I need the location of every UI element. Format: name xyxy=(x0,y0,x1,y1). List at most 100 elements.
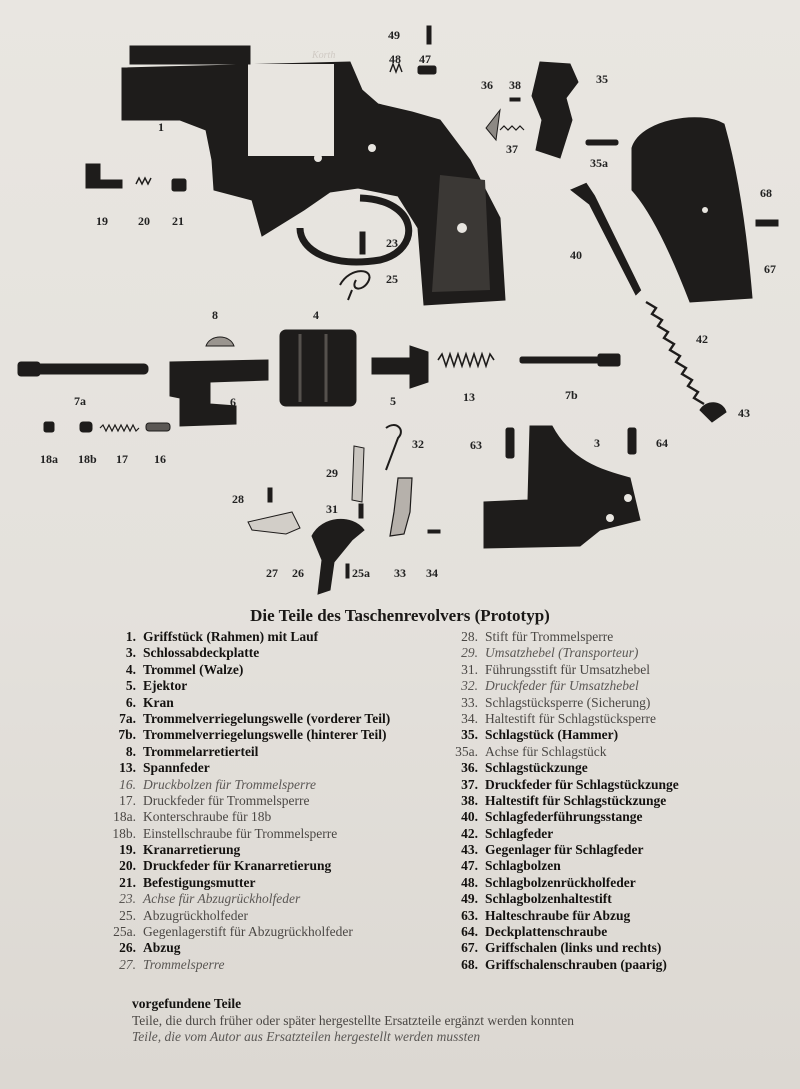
parts-list-row: 25.Abzugrückholfeder xyxy=(78,908,450,924)
parts-list-row: 18b. Einstellschraube für Trommelsperre xyxy=(78,826,450,842)
part-68 xyxy=(755,219,779,227)
callout-49: 49 xyxy=(388,28,400,42)
part-42-spring xyxy=(645,300,705,406)
part-number: 35a. xyxy=(455,743,478,759)
part-name: Einstellschraube für Trommelsperre xyxy=(143,825,338,841)
parts-list-row: 13.Spannfeder xyxy=(78,760,450,776)
callout-5: 5 xyxy=(390,394,396,408)
part-number: 23. xyxy=(119,891,136,907)
callout-35a: 35a xyxy=(590,156,608,170)
part-number: 40. xyxy=(461,809,478,825)
parts-list-row: 67.Griffschalen (links und rechts) xyxy=(440,940,780,956)
parts-list-row: 43.Gegenlager für Schlagfeder xyxy=(440,842,780,858)
part-number: 16. xyxy=(119,776,136,792)
part-number: 42. xyxy=(461,825,478,841)
parts-list-row: 18a.Konterschraube für 18b xyxy=(78,809,450,825)
part-67-grip xyxy=(631,117,753,303)
part-name: Befestigungsmutter xyxy=(143,874,256,890)
part-number: 26. xyxy=(119,940,136,956)
parts-list-row: 33. Schlagstücksperre (Sicherung) xyxy=(440,695,780,711)
part-64 xyxy=(627,427,637,455)
exploded-view-figure: Korth xyxy=(17,25,779,595)
parts-list-row: 16. Druckbolzen für Trommelsperre xyxy=(78,777,450,793)
part-number: 31. xyxy=(461,661,478,677)
parts-list-row: 35.Schlagstück (Hammer) xyxy=(440,727,780,743)
part-number: 33. xyxy=(461,694,478,710)
part-name: Abzugrückholfeder xyxy=(143,907,248,923)
callout-36: 36 xyxy=(481,78,493,92)
part-number: 20. xyxy=(119,858,136,874)
part-name: Schlagbolzenrückholfeder xyxy=(485,874,636,890)
part-17-spring xyxy=(99,423,140,433)
parts-list-row: 7b.Trommelverriegelungswelle (hinterer T… xyxy=(78,727,450,743)
parts-list-row: 32.Druckfeder für Umsatzhebel xyxy=(440,678,780,694)
legend-replacement: Teile, die durch früher oder später herg… xyxy=(132,1012,574,1028)
part-name: Haltestift für Schlagstückzunge xyxy=(485,792,667,808)
part-name: Schlagstücksperre (Sicherung) xyxy=(485,694,651,710)
callout-13: 13 xyxy=(463,390,475,404)
parts-list-row: 48. Schlagbolzenrückholfeder xyxy=(440,875,780,891)
part-name: Trommelarretierteil xyxy=(143,743,259,759)
part-name: Trommel (Walze) xyxy=(143,661,244,677)
part-number: 48. xyxy=(461,874,478,890)
parts-list-row: 47.Schlagbolzen xyxy=(440,858,780,874)
parts-list-row: 21.Befestigungsmutter xyxy=(78,875,450,891)
part-number: 4. xyxy=(125,661,136,677)
parts-list-row: 49.Schlagbolzenhaltestift xyxy=(440,891,780,907)
part-20-spring xyxy=(135,176,152,186)
part-43 xyxy=(699,402,727,423)
callout-32: 32 xyxy=(412,437,424,451)
callout-16: 16 xyxy=(154,452,166,466)
callout-3: 3 xyxy=(594,436,600,450)
part-name: Griffstück (Rahmen) mit Lauf xyxy=(143,629,319,644)
parts-list-row: 38.Haltestift für Schlagstückzunge xyxy=(440,793,780,809)
parts-list-row: 42.Schlagfeder xyxy=(440,826,780,842)
callout-19: 19 xyxy=(96,214,108,228)
parts-list-row: 3.Schlossabdeckplatte xyxy=(78,645,450,661)
part-name: Stift für Trommelsperre xyxy=(485,629,614,644)
part-name: Druckbolzen für Trommelsperre xyxy=(143,776,316,792)
part-number: 63. xyxy=(461,907,478,923)
part-48-spring xyxy=(389,62,403,74)
parts-list-row: 20.Druckfeder für Kranarretierung xyxy=(78,858,450,874)
callout-35: 35 xyxy=(596,72,608,86)
part-name: Achse für Abzugrückholfeder xyxy=(143,891,301,907)
part-name: Führungsstift für Umsatzhebel xyxy=(485,661,650,677)
parts-list-row: 26.Abzug xyxy=(78,940,450,956)
callout-8: 8 xyxy=(212,308,218,322)
part-26-trigger xyxy=(311,518,365,595)
part-number: 7a. xyxy=(119,710,136,726)
parts-list-row: 25a.Gegenlagerstift für Abzugrückholfede… xyxy=(78,924,450,940)
figure-title: Die Teile des Taschenrevolvers (Prototyp… xyxy=(250,606,550,625)
part-21 xyxy=(171,178,187,192)
part-38 xyxy=(509,97,521,102)
part-name: Schlagstückzunge xyxy=(485,760,588,776)
part-name: Schlagbolzen xyxy=(485,858,561,874)
parts-list-row: 5.Ejektor xyxy=(78,678,450,694)
parts-list-row: 8.Trommelarretierteil xyxy=(78,744,450,760)
part-name: Haltestift für Schlagstücksperre xyxy=(485,710,656,726)
part-number: 68. xyxy=(461,956,478,972)
parts-list-row: 6.Kran xyxy=(78,695,450,711)
parts-list-row: 40. Schlagfederführungsstange xyxy=(440,809,780,825)
part-6-crane xyxy=(169,359,269,427)
frame-engraving: Korth xyxy=(311,50,335,61)
part-number: 18b. xyxy=(112,825,136,841)
part-8 xyxy=(205,336,235,347)
parts-list-row: 68.Griffschalenschrauben (paarig) xyxy=(440,957,780,973)
part-5-ejector xyxy=(371,357,413,375)
part-35a xyxy=(585,139,619,146)
parts-list-row: 64.Deckplattenschraube xyxy=(440,924,780,940)
part-4-cylinder xyxy=(279,329,357,407)
part-name: Schlagbolzenhaltestift xyxy=(485,891,612,907)
parts-list-row: 19.Kranarretierung xyxy=(78,842,450,858)
parts-list-row: 4. Trommel (Walze) xyxy=(78,662,450,678)
part-40-rod xyxy=(570,182,642,296)
part-number: 7b. xyxy=(118,727,136,743)
part-number: 5. xyxy=(125,678,136,694)
part-name: Schlagfederführungsstange xyxy=(485,809,643,825)
part-63 xyxy=(505,427,515,459)
callout-40: 40 xyxy=(570,248,582,262)
